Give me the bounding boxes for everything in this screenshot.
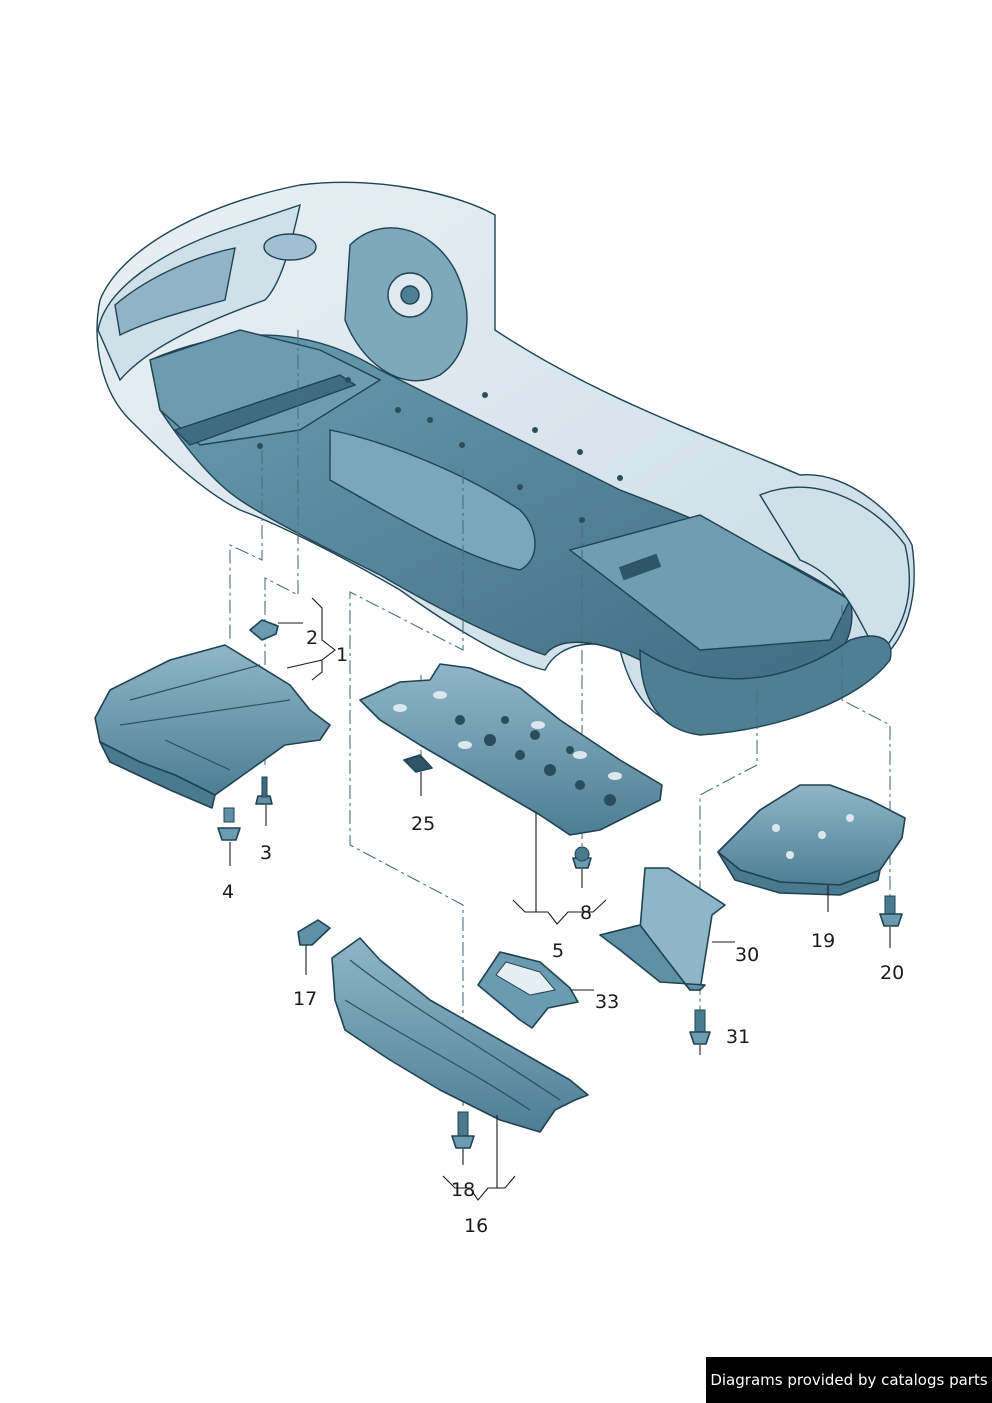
callout-19: 19: [811, 930, 836, 952]
callout-4: 4: [222, 881, 235, 903]
rear-undertray-part-19: [717, 784, 906, 896]
floor-panel-part-5: [359, 663, 663, 836]
callout-16: 16: [464, 1215, 489, 1237]
engine-undertray-part-1: [94, 644, 331, 809]
callout-2: 2: [306, 627, 319, 649]
clip-part-25: [403, 754, 433, 773]
screw-part-4: [217, 807, 241, 841]
callout-18: 18: [451, 1179, 476, 1201]
bracket-part-30: [599, 867, 726, 991]
screw-part-31: [689, 1009, 711, 1045]
callout-25: 25: [411, 813, 436, 835]
callout-17: 17: [293, 988, 318, 1010]
callout-8: 8: [580, 902, 593, 924]
callout-20: 20: [880, 962, 905, 984]
vehicle-underbody-illustration: [96, 181, 915, 736]
clip-part-2: [249, 619, 279, 641]
nut-part-8: [572, 846, 592, 869]
screw-part-18: [451, 1111, 475, 1149]
bracket-part-17: [297, 919, 331, 946]
callout-leader-lines: [229, 597, 891, 1201]
callout-1: 1: [336, 644, 349, 666]
callout-30: 30: [735, 944, 760, 966]
cover-part-33: [477, 951, 579, 1029]
credit-banner: Diagrams provided by catalogs parts: [706, 1357, 992, 1403]
screw-part-20: [879, 895, 903, 927]
callout-33: 33: [595, 991, 620, 1013]
heat-shield-part-16: [331, 937, 589, 1133]
callout-5: 5: [552, 940, 565, 962]
callout-3: 3: [260, 842, 273, 864]
callout-31: 31: [726, 1026, 751, 1048]
screw-part-3: [255, 776, 273, 805]
